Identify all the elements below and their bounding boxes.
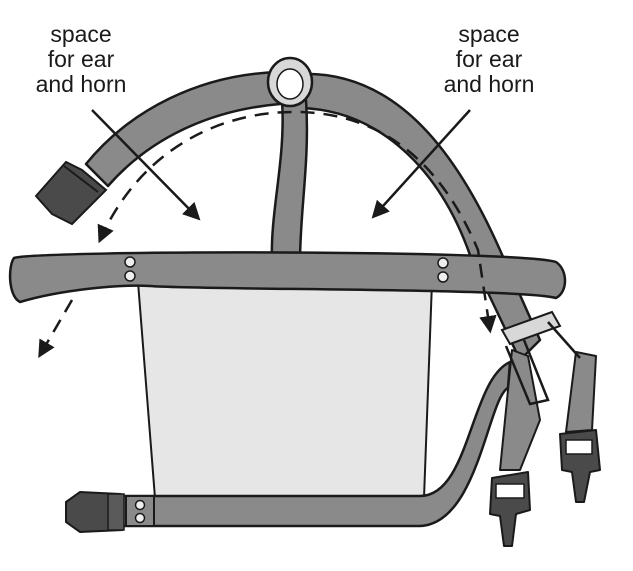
arch-strap-left [84,70,282,188]
side-release-buckle-icon [34,160,108,226]
side-release-buckle-icon [559,429,601,503]
ring-icon [266,56,314,108]
rivet [124,256,136,268]
side-release-buckle-icon [489,471,531,547]
rivet [437,257,449,269]
side-release-buckle-icon [65,490,125,534]
label-line: and horn [35,71,127,97]
net-panel [136,281,434,499]
rivet [124,270,136,282]
label-line: for ear [47,46,115,72]
center-strap [270,98,309,264]
hanging-strap-left [499,349,541,471]
rivet [134,499,146,511]
dashed-arc-lower-left [38,299,74,359]
slider-buckle-icon [500,310,581,406]
dashed-arc-arrow-icon [97,110,497,334]
ear-horn-label-right: space for ear and horn [414,22,564,97]
rivet [437,271,449,283]
hanging-strap-right [565,351,597,433]
label-line: space [50,21,112,47]
label-line: space [458,21,520,47]
label-line: and horn [443,71,535,97]
strap-end-tab [125,495,155,527]
rivet [134,512,146,524]
ear-horn-label-left: space for ear and horn [6,22,156,97]
arrow-down-right-icon [91,109,201,221]
arrow-down-left-icon [371,109,471,219]
label-line: for ear [455,46,523,72]
